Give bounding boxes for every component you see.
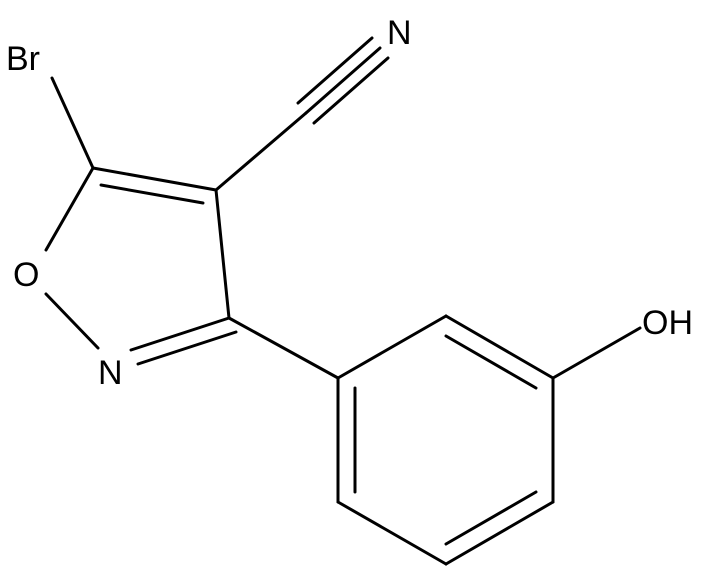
bond-cn-triple-3 [312,56,390,125]
bond-ar2-ar3-double [444,334,538,390]
ring-nitrogen-label: N [98,354,123,392]
bond-ar4-ar5-double [444,490,538,546]
ring-oxygen-label: O [13,256,39,294]
bond-n-c3-double [136,330,238,366]
bond-c5-c4-double [99,183,205,205]
bond-cn-triple-1 [304,46,382,115]
bond-ar3-oh [551,326,642,380]
bond-c4-cn [214,111,308,192]
bond-ar4-ar5 [444,500,555,566]
bromine-label: Br [6,40,40,78]
nitrile-nitrogen-label: N [387,14,412,52]
bond-c5-br [50,76,95,170]
bond-c5-o [44,166,95,252]
bond-c3-c4 [214,188,231,320]
bond-c3-aryl [227,316,340,380]
bond-n-c3 [129,316,231,352]
bond-o-n [44,292,100,350]
bond-c5-c4 [91,166,218,192]
hydroxyl-label: OH [642,304,693,342]
bond-ar1-ar2 [336,314,448,380]
bond-ar5-ar6 [336,500,448,566]
bond-cn-triple-2 [296,36,374,105]
bond-ar2-ar3 [444,314,555,380]
